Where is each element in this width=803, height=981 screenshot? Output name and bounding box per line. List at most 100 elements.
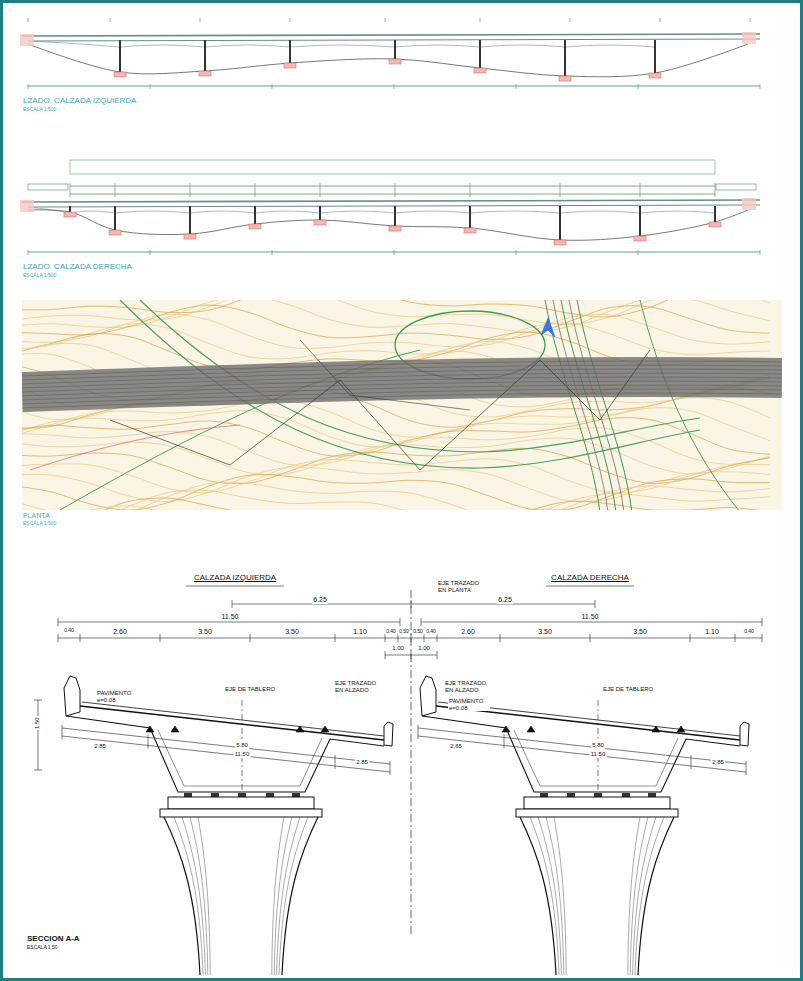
plan-ground [22,300,782,510]
line-work [250,634,251,642]
dimension-text: 11.50 [581,613,600,621]
deck-section [418,676,749,975]
line-work [500,634,501,642]
line-work [385,634,386,642]
deck-axis [242,700,243,800]
line-work [28,41,655,47]
pier-head [168,797,314,809]
line-work [22,200,760,202]
contour-line [22,498,770,510]
dimension-text: 0.40 [743,629,755,635]
line-work [28,18,29,22]
dimension-text: 0.40 [63,628,75,634]
column-shading [530,817,559,975]
parapet [384,722,393,746]
bearing [540,793,548,797]
line-work [570,18,571,22]
bearing [622,793,630,797]
line-work [691,755,692,769]
pier-footing [389,59,401,64]
line-work [385,651,386,659]
dimension-line [62,728,390,764]
leader-line [300,340,470,410]
dimension-text: 0.50 [412,629,424,635]
cross-section [34,586,762,975]
line-work [746,761,747,775]
line-work [58,634,59,642]
pier [394,40,396,59]
dimension-text: 2.60 [460,628,476,636]
pier [479,40,481,68]
dimension-text: 1.50 [34,716,41,730]
dimension-text: 5.80 [235,742,249,749]
pier [654,40,656,73]
line-work [28,207,715,213]
anchor-mark [677,726,685,732]
line-work [70,183,71,197]
line-work [418,725,419,739]
abutment [20,200,34,212]
annotation-text: EJE TRAZADO EN ALZADO [444,680,490,693]
north-arrow [541,318,555,337]
deck-section [62,676,393,975]
pier-footing [634,236,646,241]
annotation-text: PLANTA [22,512,51,520]
line-work [232,604,595,605]
line-work [150,84,151,89]
pier-column [282,817,318,975]
line-work [394,84,395,89]
line-work [690,634,691,642]
pier-footing [649,73,661,78]
dimension-box [70,160,715,174]
line-work [480,18,481,22]
leader-line [110,350,650,470]
deck-line [22,377,782,392]
deck-line [22,369,782,384]
anchor-mark [146,726,154,732]
pier [714,206,716,222]
dimension-text: 3.50 [197,628,213,636]
pier-footing [284,63,296,68]
deck-line [22,365,782,380]
anchor-mark [296,726,304,732]
line-work [394,250,395,255]
annotation-text: LZADO. CALZADA DERECHA [22,263,133,272]
line-work [750,18,751,22]
bearing [594,793,602,797]
anchor-mark [527,726,535,732]
annotation-text: LZADO. CALZADA IZQUIERDA [22,97,137,106]
pier-footing [554,240,566,245]
deck-line [22,385,782,400]
view-title: SECCION A-A [26,935,81,944]
pier [559,206,561,240]
dimension-line [62,736,390,772]
dimension-text: 2.85 [93,743,107,750]
line-work [640,183,641,197]
bearing [266,793,274,797]
annotation-text: PAVIMENTO e=0.08 [96,690,138,703]
title-tag [28,184,68,190]
annotation-text: CALZADA IZQUIERDA [193,574,277,583]
dimension-text: 1.10 [704,628,720,636]
line-work [200,18,201,22]
pier [204,40,206,71]
line-work [638,84,639,89]
pier-footing [249,224,261,229]
line-work [28,84,29,89]
line-work [595,600,596,608]
dimension-text: 2.85 [711,759,725,766]
line-work [385,18,386,22]
dimension-text: 6.25 [497,596,513,604]
anchor-mark [321,726,329,732]
contour-line [22,448,770,483]
line-work [335,634,336,642]
pier-footing [109,230,121,235]
dimension-text: 3.50 [632,628,648,636]
bearing [238,793,246,797]
line-work [80,634,81,642]
line-work [546,586,634,587]
pavement [82,702,384,736]
deck-axis [598,700,599,800]
